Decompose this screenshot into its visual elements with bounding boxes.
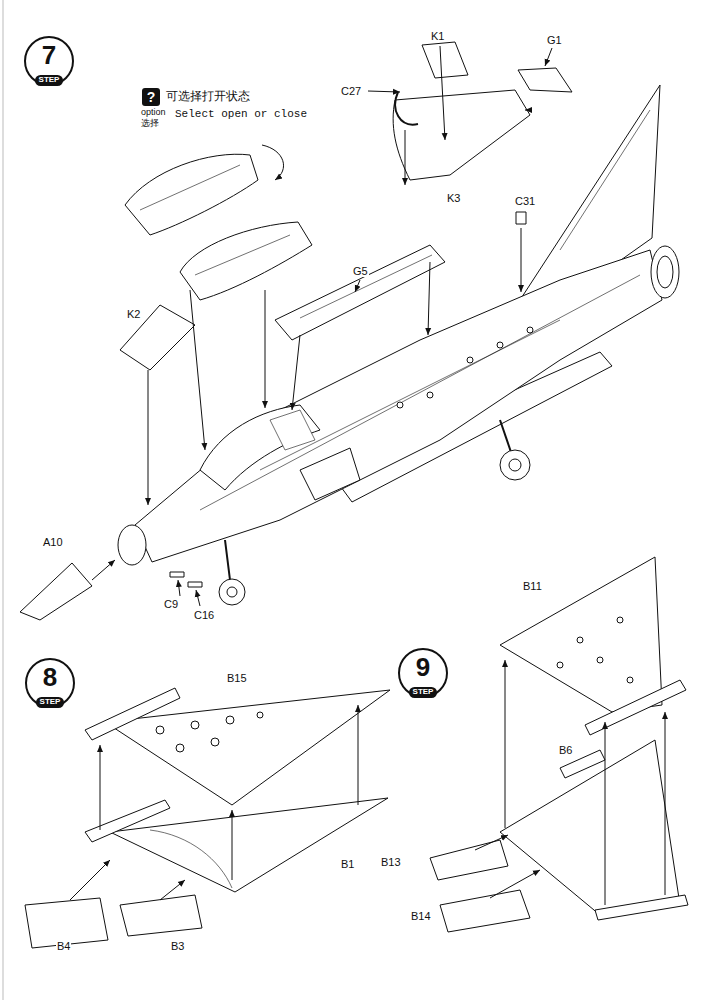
option-note: option (140, 108, 167, 118)
step-number: 8 (27, 664, 73, 690)
option-symbol: ? (147, 89, 156, 105)
step-badge: 8STEP (25, 658, 75, 708)
part-number: K3 (446, 192, 461, 204)
option-note: 可选择打开状态 (165, 90, 251, 103)
part-number: B11 (522, 580, 543, 592)
part-number: A10 (42, 536, 64, 548)
part-number: B4 (56, 940, 71, 952)
option-icon: ? (142, 88, 160, 106)
part-number: B3 (170, 940, 185, 952)
part-number: C16 (193, 609, 215, 621)
step-badge: 7STEP (24, 36, 74, 86)
part-number: G5 (352, 265, 369, 277)
option-note: 选择 (140, 119, 160, 129)
option-note: Select open or close (174, 108, 308, 120)
part-number: B15 (226, 672, 248, 684)
part-number: B1 (340, 858, 355, 870)
part-number: B14 (410, 910, 432, 922)
step-number: 9 (400, 654, 446, 680)
step-word: STEP (409, 687, 438, 698)
step-badge: 9STEP (398, 648, 448, 698)
part-number: G1 (546, 34, 563, 46)
part-number: C9 (163, 598, 179, 610)
part-number: C27 (340, 85, 362, 97)
part-number: K2 (126, 308, 141, 320)
part-number: B13 (380, 856, 402, 868)
step-word: STEP (35, 75, 64, 86)
part-number: B6 (558, 744, 573, 756)
step-number: 7 (26, 42, 72, 68)
part-number: C31 (514, 195, 536, 207)
step-word: STEP (36, 697, 65, 708)
part-number: K1 (430, 30, 445, 42)
